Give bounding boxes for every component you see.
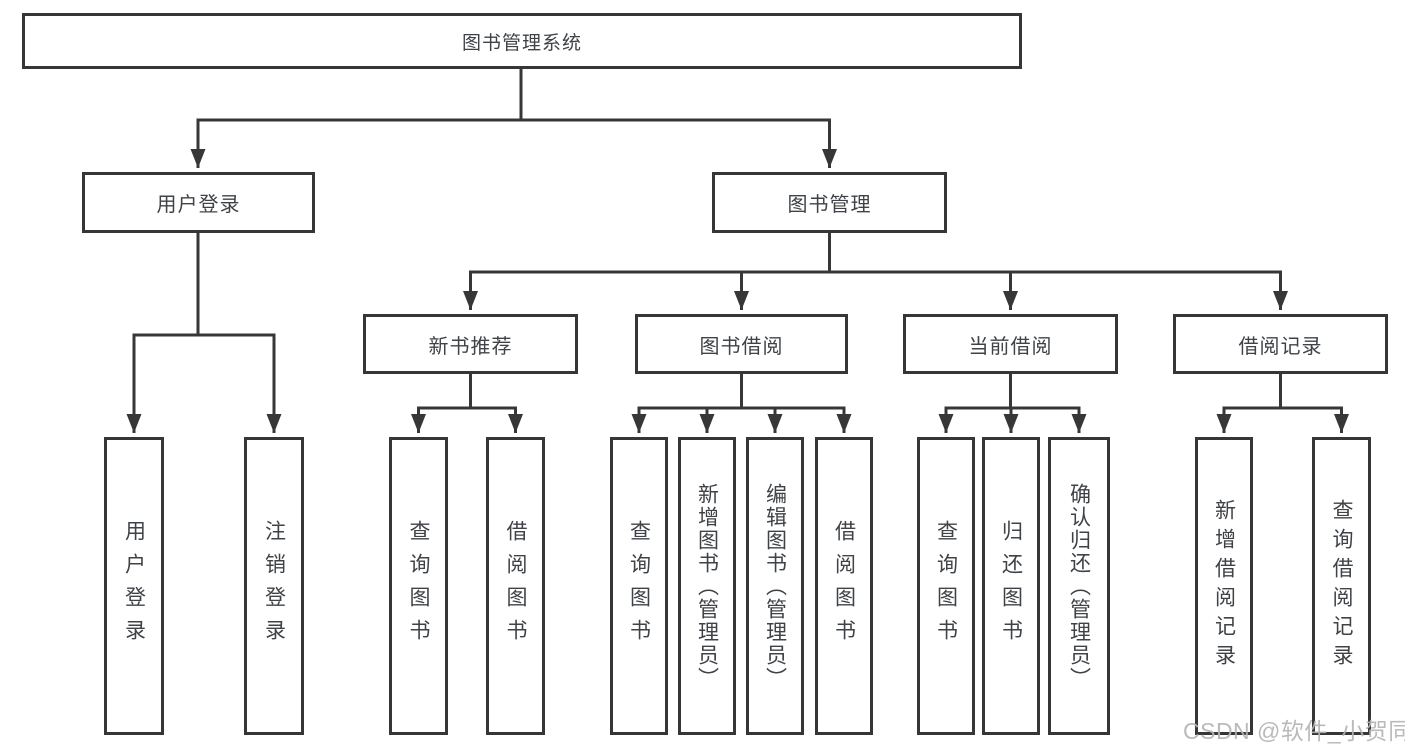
leaf-logout: 注销登录 [244,437,304,735]
leaf-recommend-borrow-books: 借阅图书 [486,437,545,735]
leaf-recommend-query-books-label: 查询图书 [407,520,430,652]
node-book-borrowing: 图书借阅 [635,314,848,374]
leaf-recommend-borrow-books-label: 借阅图书 [504,520,527,652]
node-library-management-system-label: 图书管理系统 [461,32,582,54]
leaf-records-query-record-label: 查询借阅记录 [1330,499,1353,673]
node-current-borrowing-label: 当前借阅 [968,335,1053,358]
leaf-current-query-books: 查询图书 [917,437,975,735]
leaf-user-login-label: 用户登录 [122,520,146,652]
node-borrowing-records: 借阅记录 [1173,314,1388,374]
leaf-current-query-books-label: 查询图书 [934,520,958,652]
leaf-records-add-record-label: 新增借阅记录 [1212,499,1236,673]
node-library-management-system: 图书管理系统 [22,13,1022,69]
leaf-current-confirm-return-admin-label: 确认归还（管理员） [1067,482,1091,690]
leaf-borrowing-query-books-label: 查询图书 [627,520,651,652]
leaf-borrowing-borrow-books-label: 借阅图书 [832,520,856,652]
leaf-records-query-record: 查询借阅记录 [1312,437,1371,735]
node-book-borrowing-label: 图书借阅 [699,335,784,358]
leaf-borrowing-edit-book-admin: 编辑图书（管理员） [746,437,804,735]
leaf-user-login: 用户登录 [104,437,164,735]
leaf-recommend-query-books: 查询图书 [389,437,448,735]
node-new-book-recommendation: 新书推荐 [363,314,578,374]
leaf-current-return-books: 归还图书 [982,437,1040,735]
leaf-logout-label: 注销登录 [262,520,286,652]
leaf-current-confirm-return-admin: 确认归还（管理员） [1048,437,1110,735]
leaf-borrowing-borrow-books: 借阅图书 [815,437,873,735]
csdn-watermark: CSDN @软件_小贺同学 [1183,718,1405,744]
node-book-management: 图书管理 [712,172,947,233]
node-book-management-label: 图书管理 [787,194,872,216]
leaf-records-add-record: 新增借阅记录 [1195,437,1253,735]
leaf-borrowing-add-book-admin: 新增图书（管理员） [678,437,736,735]
node-user-login-label: 用户登录 [156,194,241,216]
node-current-borrowing: 当前借阅 [903,314,1118,374]
leaf-borrowing-add-book-admin-label: 新增图书（管理员） [695,482,719,690]
leaf-current-return-books-label: 归还图书 [999,520,1023,652]
leaf-borrowing-edit-book-admin-label: 编辑图书（管理员） [763,482,787,690]
node-new-book-recommendation-label: 新书推荐 [428,335,513,358]
node-user-login: 用户登录 [82,172,315,233]
node-borrowing-records-label: 借阅记录 [1238,335,1323,358]
leaf-borrowing-query-books: 查询图书 [610,437,668,735]
